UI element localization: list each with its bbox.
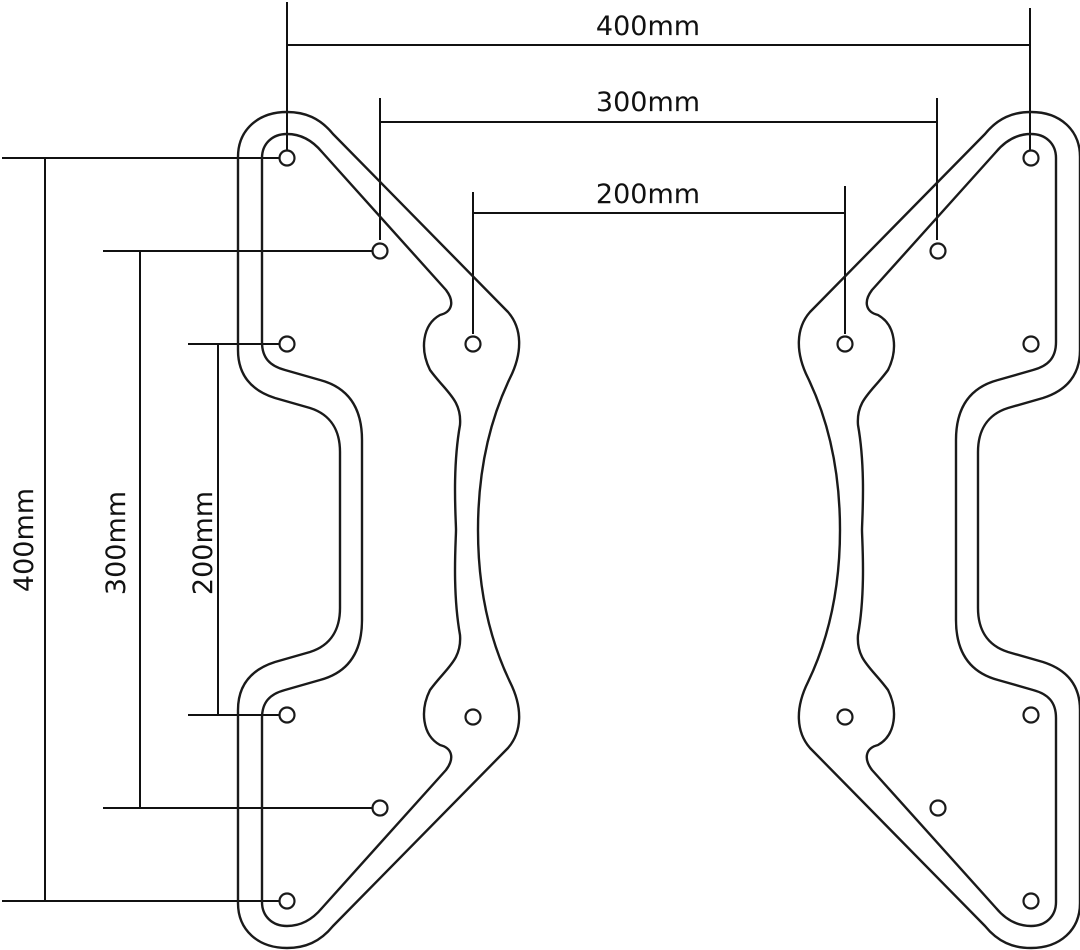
- vertical-dimension-400: 400mm: [2, 157, 280, 902]
- vertical-dimension-400-label: 400mm: [9, 488, 40, 592]
- mount-hole: [836, 708, 854, 726]
- horizontal-dimension-300: 300mm: [379, 87, 938, 240]
- mount-hole: [929, 799, 947, 817]
- mount-hole: [278, 892, 296, 910]
- mount-hole: [278, 335, 296, 353]
- vertical-dimension-300: 300mm: [101, 250, 372, 809]
- left-adapter-plate: [236, 110, 521, 950]
- left-plate-outer-outline: [236, 110, 521, 950]
- mount-hole: [1022, 335, 1040, 353]
- right-plate-outer-outline: [797, 110, 1080, 950]
- mount-hole: [929, 242, 947, 260]
- mount-hole: [464, 708, 482, 726]
- left-plate-inner-outline: [260, 132, 462, 928]
- vertical-dimension-200-label: 200mm: [188, 491, 219, 595]
- mount-hole: [278, 706, 296, 724]
- horizontal-dimension-200-label: 200mm: [596, 179, 700, 210]
- mount-hole: [464, 335, 482, 353]
- horizontal-dimension-300-label: 300mm: [596, 87, 700, 118]
- mount-hole: [278, 149, 296, 167]
- mount-hole: [1022, 892, 1040, 910]
- mount-hole: [1022, 706, 1040, 724]
- horizontal-dimension-400-label: 400mm: [596, 11, 700, 42]
- horizontal-dimension-200: 200mm: [472, 179, 846, 334]
- mount-hole: [371, 242, 389, 260]
- mount-hole: [1022, 149, 1040, 167]
- horizontal-dimension-400: 400mm: [286, 2, 1031, 150]
- vertical-dimension-200: 200mm: [188, 343, 280, 716]
- vertical-dimension-300-label: 300mm: [101, 491, 132, 595]
- right-adapter-plate: [797, 110, 1080, 950]
- mount-hole: [836, 335, 854, 353]
- right-plate-inner-outline: [856, 132, 1058, 928]
- mount-hole: [371, 799, 389, 817]
